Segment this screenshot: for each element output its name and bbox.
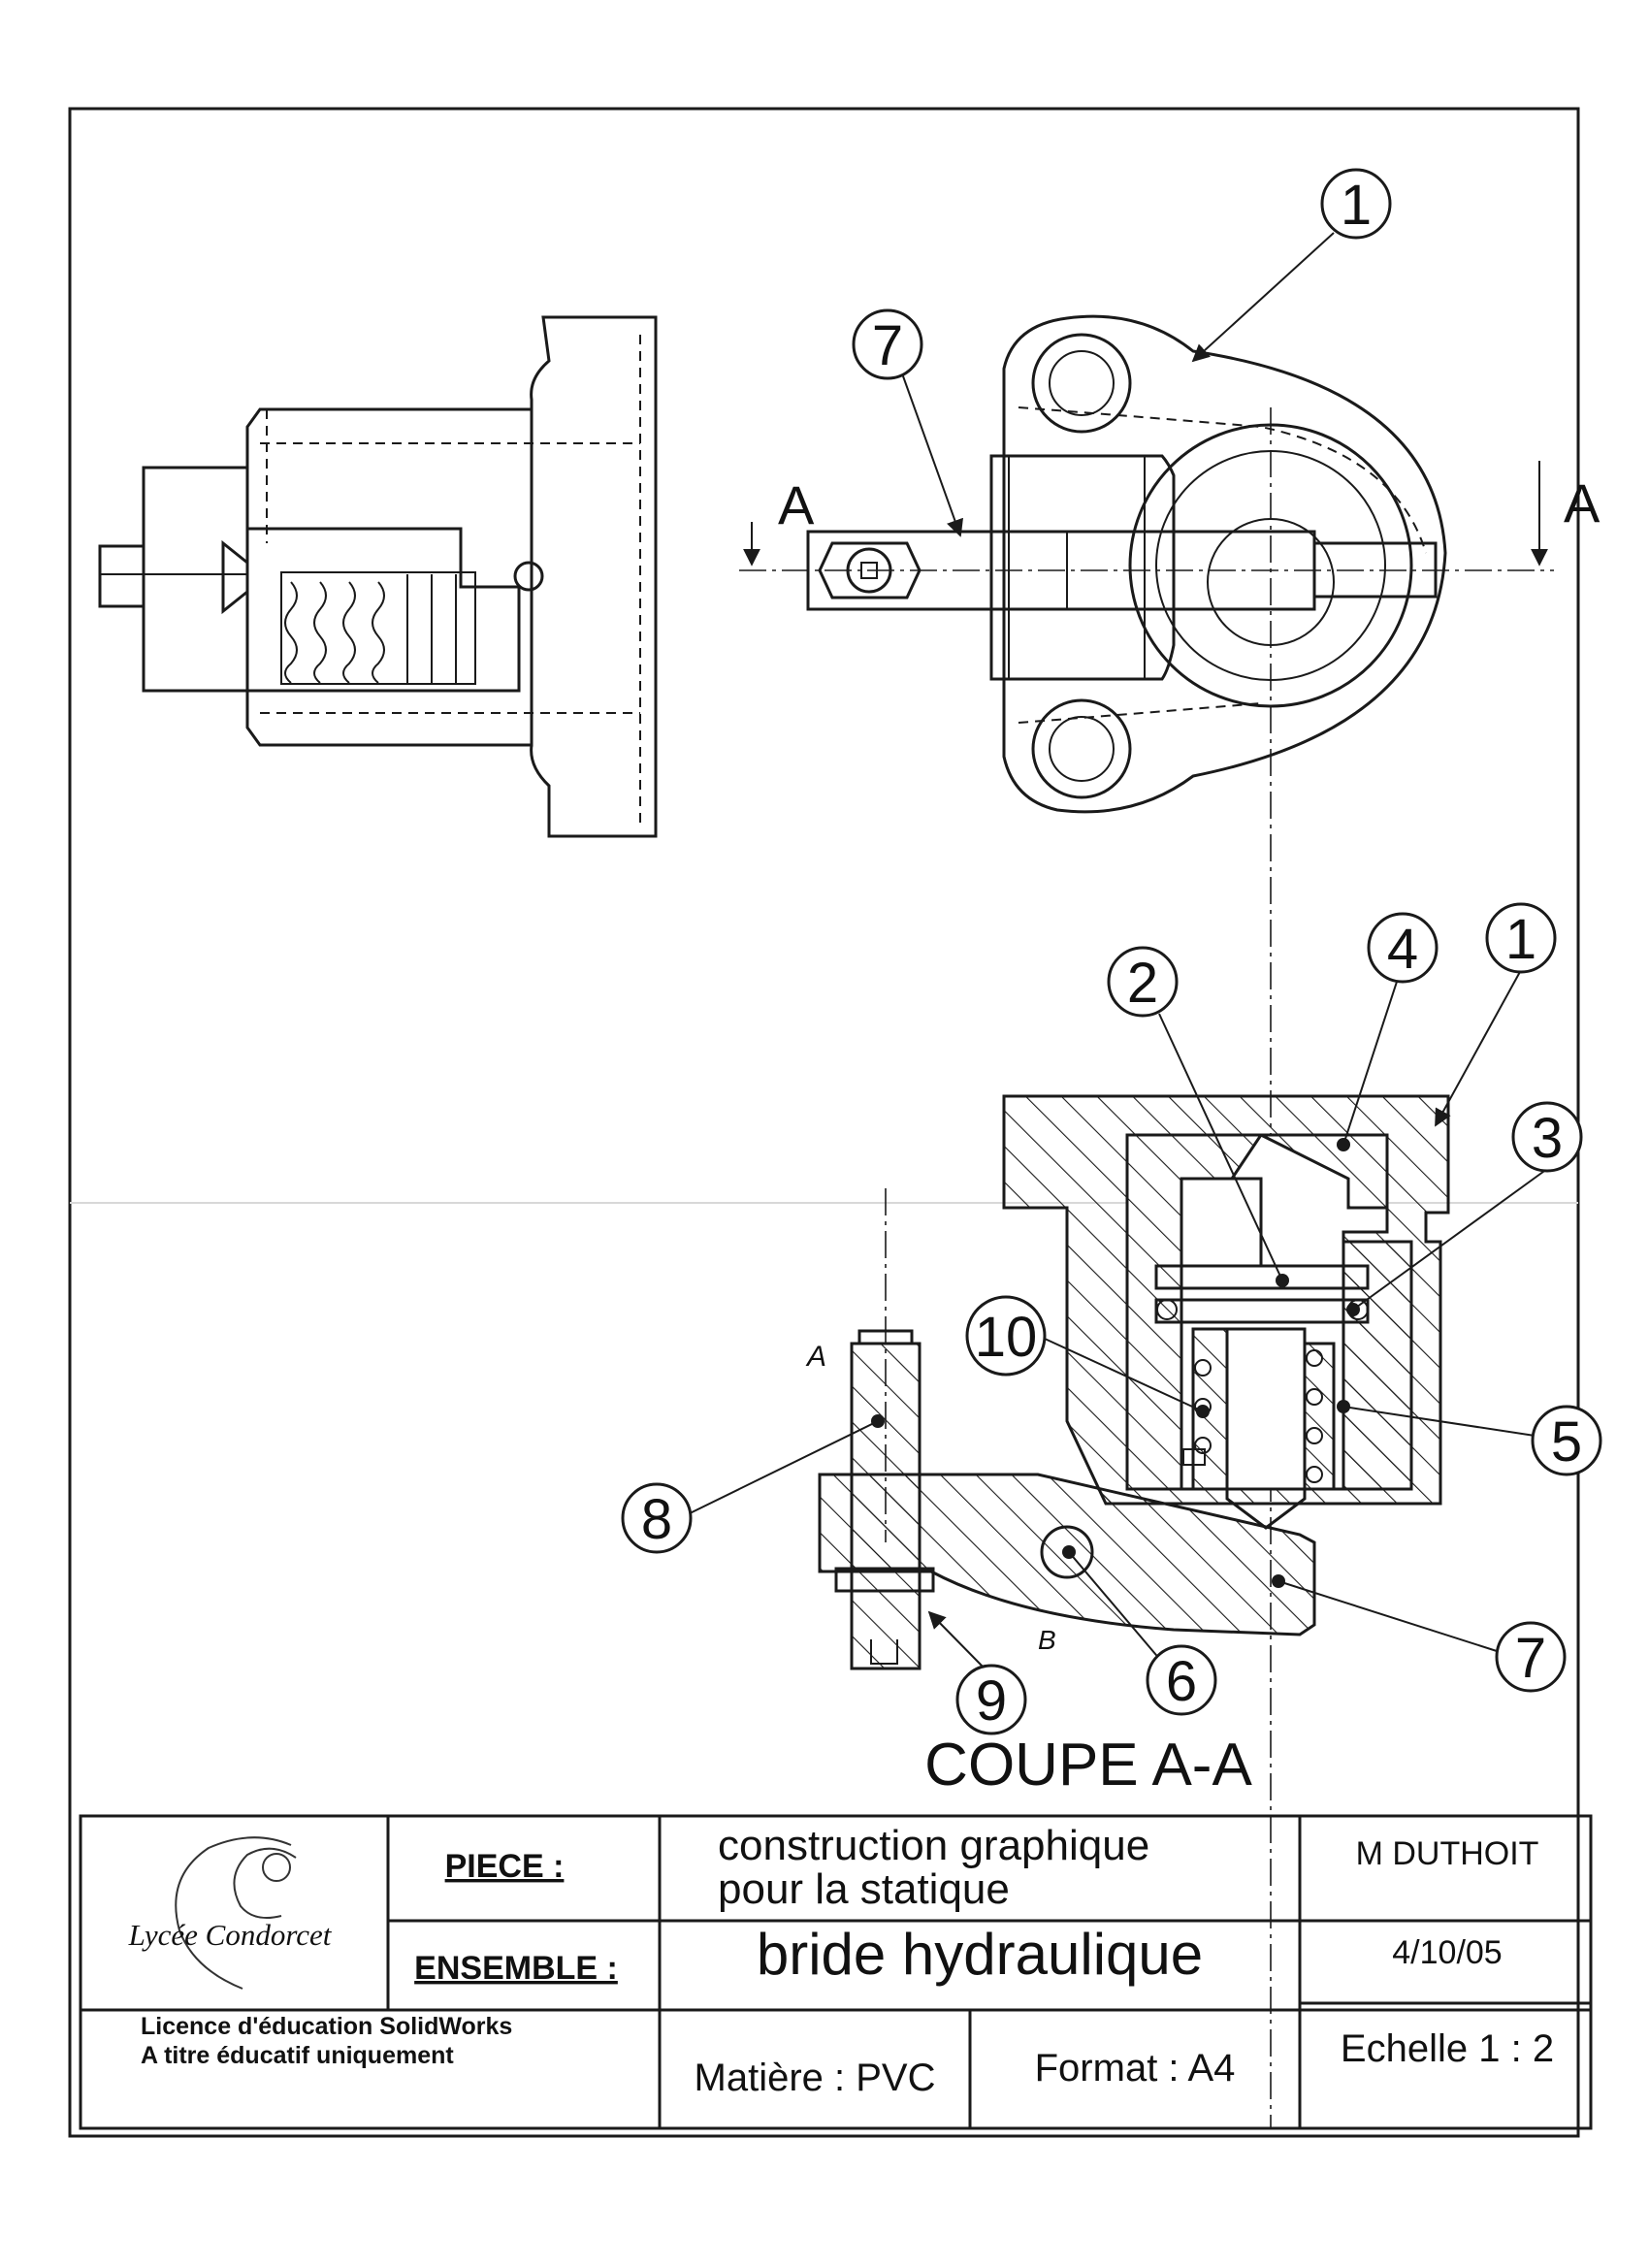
section-title: COUPE A-A — [924, 1732, 1252, 1798]
svg-text:10: 10 — [975, 1306, 1038, 1369]
svg-text:9: 9 — [976, 1669, 1007, 1733]
date: 4/10/05 — [1392, 1934, 1502, 1971]
svg-text:6: 6 — [1166, 1650, 1197, 1713]
school-name: Lycée Condorcet — [128, 1918, 333, 1952]
svg-text:1: 1 — [1505, 908, 1536, 971]
section-view-body — [1002, 1094, 1450, 1530]
part-number-4: 4 — [1367, 912, 1439, 984]
licence-line-2: A titre éducatif uniquement — [141, 2042, 454, 2069]
side-view — [98, 315, 658, 838]
svg-text:7: 7 — [872, 314, 903, 377]
part-number-8: 8 — [621, 1482, 693, 1554]
svg-text:4: 4 — [1387, 918, 1418, 981]
section-letter-right: A — [1564, 472, 1600, 534]
part-number-6: 6 — [1146, 1644, 1217, 1716]
leader-dots — [871, 1138, 1360, 1588]
section-marker-right: A — [1531, 461, 1600, 567]
title-block: Lycée Condorcet Licence d'éducation Soli… — [79, 1814, 1593, 2130]
sketch-letter-a: A — [805, 1341, 826, 1373]
ensemble-label: ENSEMBLE : — [414, 1950, 618, 1987]
author: M DUTHOIT — [1356, 1835, 1539, 1872]
svg-text:2: 2 — [1127, 952, 1158, 1015]
part-number-7-section: 7 — [1495, 1621, 1567, 1693]
sketch-annotations: A B — [805, 1341, 1056, 1655]
leader-lines — [683, 232, 1568, 1674]
school-logo: Lycée Condorcet — [128, 1836, 333, 1990]
sketch-letter-b: B — [1038, 1625, 1056, 1655]
licence-line-1: Licence d'éducation SolidWorks — [141, 2013, 512, 2040]
part-number-9: 9 — [955, 1664, 1027, 1735]
svg-text:1: 1 — [1341, 174, 1372, 237]
format: Format : A4 — [1035, 2047, 1236, 2090]
svg-text:3: 3 — [1532, 1107, 1563, 1170]
scale: Echelle 1 : 2 — [1341, 2027, 1554, 2070]
section-letter-left: A — [778, 474, 815, 535]
piece-label: PIECE : — [445, 1848, 565, 1885]
part-number-3: 3 — [1511, 1101, 1583, 1173]
svg-text:7: 7 — [1515, 1627, 1546, 1690]
part-number-7-top: 7 — [852, 308, 923, 380]
piece-line-1: construction graphique — [718, 1822, 1149, 1869]
svg-text:5: 5 — [1551, 1410, 1582, 1474]
ensemble-value: bride hydraulique — [757, 1922, 1203, 1987]
part-number-10: 10 — [965, 1295, 1047, 1377]
part-number-5: 5 — [1531, 1405, 1602, 1476]
material: Matière : PVC — [695, 2057, 936, 2099]
piece-line-2: pour la statique — [718, 1865, 1010, 1913]
part-number-2: 2 — [1107, 946, 1179, 1018]
svg-text:8: 8 — [641, 1488, 672, 1551]
part-number-1-section: 1 — [1485, 902, 1557, 974]
part-number-1-top: 1 — [1320, 168, 1392, 240]
section-marker-left: A — [743, 474, 815, 567]
